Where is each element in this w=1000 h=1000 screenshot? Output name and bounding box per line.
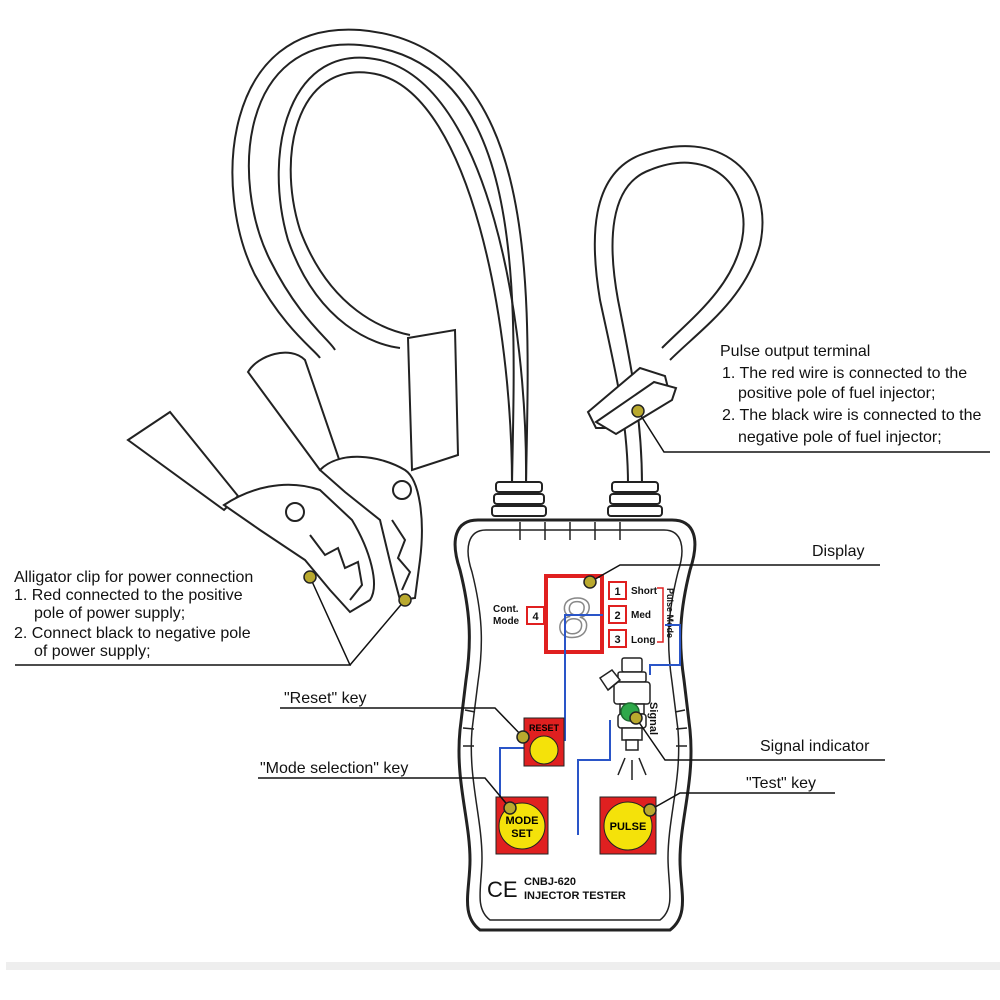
pulse-output-line-2b: negative pole of fuel injector;	[738, 429, 942, 446]
pulse-output-line-2a: 2. The black wire is connected to the	[722, 407, 982, 424]
alligator-clip-left	[126, 410, 375, 614]
power-cable	[231, 28, 529, 486]
pulse-button-label: PULSE	[610, 821, 647, 833]
callout-alligator: Alligator clip for power connection 1. R…	[14, 569, 253, 660]
alligator-line-2a: 2. Connect black to negative pole	[14, 625, 251, 642]
pulse-cable	[593, 145, 764, 486]
alligator-clip-right	[246, 328, 460, 602]
fuel-injector-icon	[598, 657, 651, 780]
signal-label: Signal	[647, 702, 659, 735]
mode-2-number: 2	[614, 610, 620, 622]
callout-signal-indicator: Signal indicator	[760, 738, 870, 755]
callout-reset-key: "Reset" key	[284, 690, 367, 707]
alligator-title: Alligator clip for power connection	[14, 569, 253, 586]
callout-lines	[15, 410, 990, 811]
mode-1-number: 1	[614, 586, 620, 598]
mode-3-label: Long	[631, 635, 655, 646]
mode-set-button-label-2: SET	[511, 828, 533, 840]
mode-set-button-label-1: MODE	[506, 815, 539, 827]
cont-mode-number: 4	[532, 611, 539, 623]
pulse-mode-label: Pulse Mode	[665, 588, 675, 638]
callout-dots	[303, 404, 657, 817]
cont-mode-label-1: Cont.	[493, 604, 519, 615]
display-digit: 8	[558, 586, 589, 649]
alligator-line-1b: pole of power supply;	[34, 605, 185, 622]
mode-3-number: 3	[614, 634, 620, 646]
reset-button-label: RESET	[529, 723, 560, 733]
ce-mark: CE	[487, 877, 518, 902]
pulse-output-title: Pulse output terminal	[720, 343, 870, 360]
callout-pulse-output: Pulse output terminal 1. The red wire is…	[720, 343, 982, 446]
callout-display: Display	[812, 543, 864, 560]
bottom-strip	[6, 962, 1000, 970]
mode-1-label: Short	[631, 586, 658, 597]
callout-test-key: "Test" key	[746, 775, 816, 792]
device-model: CNBJ-620	[524, 876, 576, 888]
mode-2-label: Med	[631, 610, 651, 621]
callout-mode-key: "Mode selection" key	[260, 760, 408, 777]
pulse-output-line-1b: positive pole of fuel injector;	[738, 385, 935, 402]
reset-button[interactable]: RESET	[523, 717, 565, 767]
pulse-output-line-1a: 1. The red wire is connected to the	[722, 365, 967, 382]
pulse-output-clip	[586, 366, 678, 436]
cont-mode-label-2: Mode	[493, 616, 520, 627]
alligator-line-2b: of power supply;	[34, 643, 151, 660]
device-name: INJECTOR TESTER	[524, 890, 626, 902]
mode-list: 1 Short 2 Med 3 Long Pulse Mode	[608, 581, 675, 648]
alligator-line-1a: 1. Red connected to the positive	[14, 587, 243, 604]
